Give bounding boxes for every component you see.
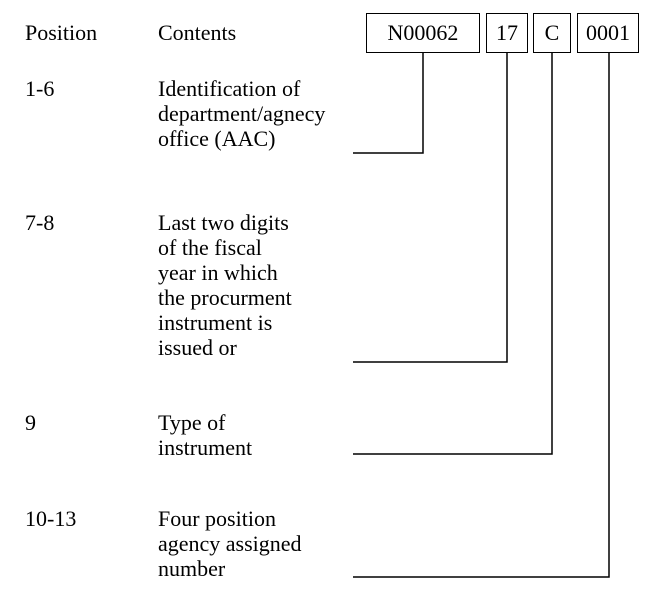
row-description-1: Identification of department/agnecy offi… (158, 76, 325, 151)
description-line: Four position (158, 506, 276, 531)
description-line: number (158, 556, 226, 581)
description-line: the procurment (158, 285, 292, 310)
row-description-2: Last two digits of the fiscal year in wh… (158, 210, 292, 360)
row-position-1: 1-6 (25, 76, 55, 101)
description-line: of the fiscal (158, 235, 262, 260)
connector-instrument-type (353, 53, 553, 455)
connector-serial-number (353, 53, 610, 578)
connector-fiscal-year (353, 53, 508, 363)
code-segment-instrument-type: C (533, 13, 571, 53)
row-position-4: 10-13 (25, 506, 77, 531)
description-line: year in which (158, 260, 278, 285)
description-line: agency assigned (158, 531, 302, 556)
row-description-3: Type of instrument (158, 410, 252, 460)
code-segment-serial-number: 0001 (577, 13, 639, 53)
description-line: office (AAC) (158, 126, 276, 151)
position-column-header: Position (25, 20, 98, 45)
contents-column-header: Contents (158, 20, 237, 45)
description-line: department/agnecy (158, 101, 326, 126)
code-segment-aac: N00062 (366, 13, 480, 53)
code-segment-fiscal-year: 17 (486, 13, 528, 53)
row-position-3: 9 (25, 410, 36, 435)
description-line: Type of (158, 410, 226, 435)
description-line: instrument is (158, 310, 273, 335)
description-line: Identification of (158, 76, 301, 101)
connector-aac (353, 53, 424, 154)
description-line: issued or (158, 335, 237, 360)
description-line: instrument (158, 435, 253, 460)
description-line: Last two digits (158, 210, 289, 235)
row-description-4: Four position agency assigned number (158, 506, 302, 581)
row-position-2: 7-8 (25, 210, 55, 235)
